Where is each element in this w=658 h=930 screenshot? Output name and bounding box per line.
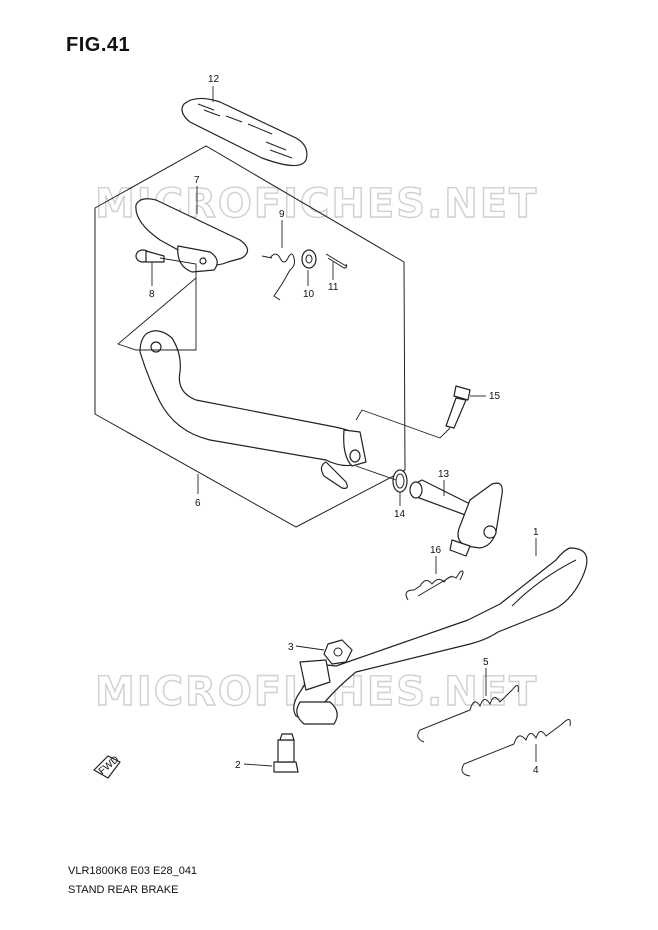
callout-9: 9: [279, 209, 285, 220]
figure-title: FIG.41: [66, 34, 131, 56]
callout-15: 15: [489, 391, 501, 402]
callout-3: 3: [288, 642, 294, 653]
part-11-cotter-pin[interactable]: [325, 253, 348, 269]
callout-14: 14: [394, 509, 406, 520]
part-1-side-stand[interactable]: [293, 547, 588, 725]
callout-10: 10: [303, 289, 315, 300]
callout-6: 6: [195, 498, 201, 509]
part-3-nut[interactable]: [323, 639, 353, 665]
part-10-washer[interactable]: [301, 249, 317, 269]
figure-name: STAND REAR BRAKE: [68, 884, 179, 896]
callout-2: 2: [235, 760, 241, 771]
part-16-spring[interactable]: [405, 570, 464, 601]
callout-7: 7: [194, 175, 200, 186]
part-6-brake-pedal[interactable]: [139, 330, 367, 489]
leader-lines: [117, 86, 537, 767]
part-2-stand-bolt[interactable]: [273, 733, 299, 773]
part-7-pedal-tip[interactable]: [135, 198, 249, 273]
part-14-oring[interactable]: [392, 469, 408, 493]
callout-12: 12: [208, 74, 220, 85]
part-13-shaft[interactable]: [409, 479, 503, 557]
callout-11: 11: [328, 282, 339, 293]
callout-13: 13: [438, 469, 450, 480]
callout-4: 4: [533, 765, 539, 776]
part-9-spring[interactable]: [261, 253, 295, 301]
figure-code: VLR1800K8 E03 E28_041: [68, 865, 198, 877]
part-5-spring[interactable]: [417, 685, 519, 743]
part-12-rubber[interactable]: [181, 97, 308, 167]
callout-1: 1: [533, 527, 539, 538]
part-8-pin[interactable]: [135, 249, 165, 263]
assembly-outline: [94, 145, 406, 528]
part-4-spring[interactable]: [461, 719, 571, 777]
callout-8: 8: [149, 289, 155, 300]
part-15-bolt[interactable]: [445, 385, 471, 429]
callout-5: 5: [483, 657, 489, 668]
callout-16: 16: [430, 545, 442, 556]
forward-arrow: FWD: [93, 754, 121, 779]
